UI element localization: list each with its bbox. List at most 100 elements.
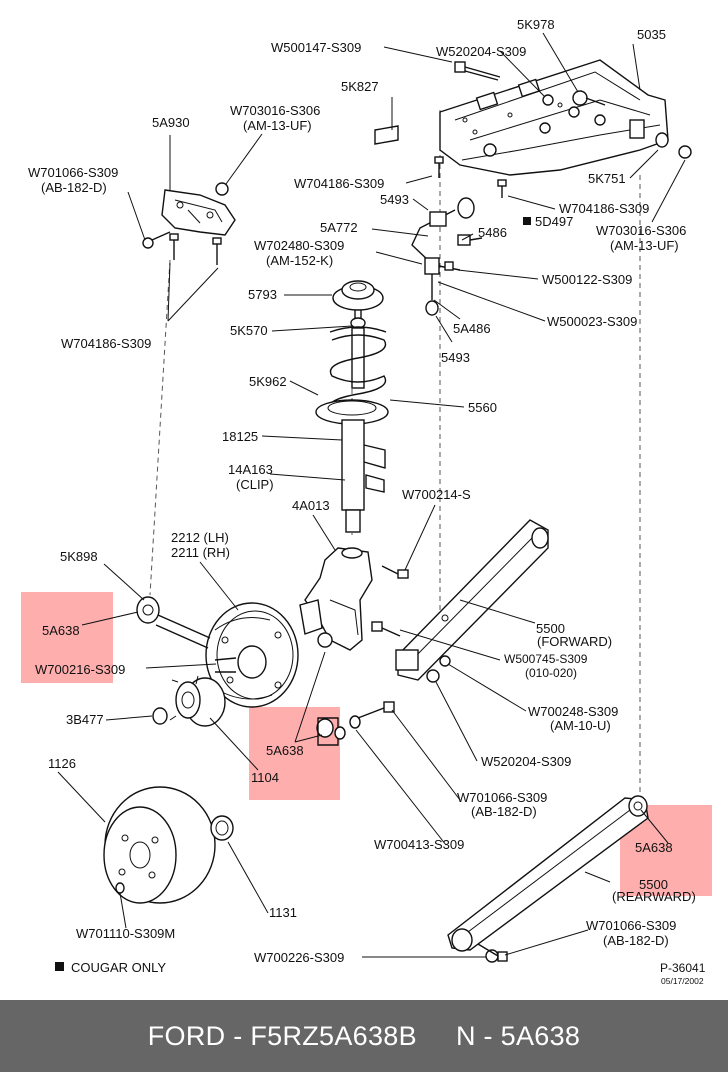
label-5k570: 5K570 [230,323,268,338]
clip-14a163 [365,474,385,493]
label-w702480: W702480-S309 [254,238,344,253]
label-p36041: P-36041 [660,961,706,975]
label-w700216: W700216-S309 [35,662,125,677]
label-5560: 5560 [468,400,497,415]
label-ab182d-mid: (AB-182-D) [471,804,537,819]
label-w704186-top: W704186-S309 [294,176,384,191]
parts-diagram: W500147-S309 W520204-S309 5K978 5035 5K8… [21,17,712,986]
label-1126: 1126 [48,756,76,771]
footer-text: FORD - F5RZ5A638B N - 5A638 [147,1020,581,1051]
bolts-w700216 [214,657,237,673]
label-2212-lh: 2212 (LH) [171,530,229,545]
bolt-5k978 [568,90,606,118]
nut-3b477 [152,707,168,725]
bolts-w704186-left [169,233,222,265]
label-w704186-right: W704186-S309 [559,201,649,216]
label-2211-rh: 2211 (RH) [171,545,230,560]
label-010-020: (010-020) [525,666,577,680]
label-w700248: W700248-S309 [528,704,618,719]
label-rearward: (REARWARD) [612,889,696,904]
label-1104: 1104 [251,770,279,785]
label-w701066-mid: W701066-S309 [457,790,547,805]
spring-5560 [328,326,387,411]
label-w500023: W500023-S309 [547,314,637,329]
label-w700413: W700413-S309 [374,837,464,852]
label-am10u: (AM-10-U) [550,718,611,733]
label-4a013: 4A013 [292,498,330,513]
label-am13uf-right: (AM-13-UF) [610,238,679,253]
label-5493-top: 5493 [380,192,409,207]
bracket-5k827 [374,125,399,145]
label-5d497: 5D497 [535,214,573,229]
upper-mount-5793 [332,280,384,311]
label-5a930: 5A930 [152,115,190,130]
label-5a638-left: 5A638 [42,623,80,638]
bolt-w701066-mid [357,701,395,719]
label-5a772: 5A772 [320,220,358,235]
label-w500122: W500122-S309 [542,272,632,287]
label-3b477: 3B477 [66,712,104,727]
bolt-w701066-bottom [477,943,508,962]
brake-drum-1126 [103,786,216,904]
label-forward: (FORWARD) [537,634,612,649]
label-5a638-center: 5A638 [266,743,304,758]
label-w701066-left: W701066-S309 [28,165,118,180]
legend-cougar-only: COUGAR ONLY [71,960,166,975]
label-5k827: 5K827 [341,79,379,94]
bolt-w500147 [454,61,501,81]
nut-w703016-left [215,182,229,196]
label-5a486: 5A486 [453,321,491,336]
label-w701110: W701110-S309M [76,926,175,941]
hub-1104 [169,675,226,727]
label-1131: 1131 [269,905,297,920]
label-w700214: W700214-S [402,487,471,502]
stabilizer-bar-link-5a772 [411,209,483,316]
label-5486: 5486 [478,225,507,240]
arm-5500-forward [395,519,549,681]
bumper-5k570 [350,317,366,389]
label-5035: 5035 [637,27,666,42]
black-square-icon [523,217,531,225]
screw-w701110 [115,882,125,894]
legend-black-square-icon [55,962,64,971]
label-am152k: (AM-152-K) [266,253,333,268]
part-number-footer: FORD - F5RZ5A638B N - 5A638 [0,1000,728,1072]
bolt-w704186-top [434,156,444,178]
label-w520204-top: W520204-S309 [436,44,526,59]
label-14a163: 14A163 [228,462,273,477]
nut-w703016-right [678,145,692,159]
label-w701066-bottom: W701066-S309 [586,918,676,933]
bushing-5k751 [655,132,669,148]
label-5a638-right: 5A638 [635,840,673,855]
label-18125: 18125 [222,429,258,444]
washer-w700413 [349,715,361,729]
bolt-w700214 [381,565,409,579]
label-5500-rearward: 5500 [639,877,668,892]
mount-5a930 [161,189,236,236]
label-w520204-bottom: W520204-S309 [481,754,571,769]
label-5k962: 5K962 [249,374,287,389]
label-w703016-right: W703016-S306 [596,223,686,238]
label-w704186-left: W704186-S309 [61,336,151,351]
bushing-5a638-center [316,717,346,746]
bolt-w701066-left [142,231,171,249]
label-w700226: W700226-S309 [254,950,344,965]
label-clip: (CLIP) [236,477,274,492]
bolt-w704186-right [497,179,507,198]
highlight-5a638-left [21,592,113,683]
label-w703016-left: W703016-S306 [230,103,320,118]
label-5500-forward: 5500 [536,621,565,636]
nut-w700248 [439,655,451,667]
bolt-w500745 [371,621,401,637]
nut-w520204-bottom [426,669,440,683]
lateral-link-5k898 [136,596,211,649]
label-5793: 5793 [248,287,277,302]
label-w500745: W500745-S309 [504,652,588,666]
label-5k751: 5K751 [588,171,626,186]
label-ab182d-bottom: (AB-182-D) [603,933,669,948]
bushing-5493-top [457,197,475,219]
grease-cap-1131 [210,815,234,841]
label-ab182d-left: (AB-182-D) [41,180,107,195]
label-w500147: W500147-S309 [271,40,361,55]
label-5k898: 5K898 [60,549,98,564]
